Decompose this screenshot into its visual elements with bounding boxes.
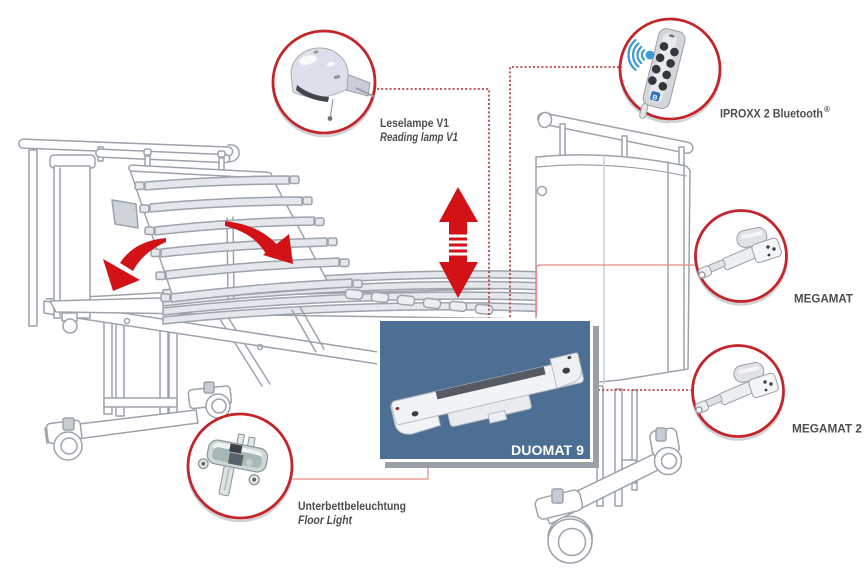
svg-text:Leselampe V1: Leselampe V1 [380,116,449,130]
svg-text:MEGAMAT 2: MEGAMAT 2 [792,422,862,436]
svg-text:IPROXX 2 Bluetooth: IPROXX 2 Bluetooth [720,107,823,121]
svg-text:DUOMAT 9: DUOMAT 9 [511,443,584,458]
svg-text:Unterbettbeleuchtung: Unterbettbeleuchtung [298,499,406,513]
svg-text:Floor Light: Floor Light [298,513,353,527]
svg-text:®: ® [824,105,830,114]
svg-text:MEGAMAT: MEGAMAT [794,292,854,306]
svg-text:Reading lamp V1: Reading lamp V1 [380,130,458,144]
svg-text:B: B [651,94,658,102]
